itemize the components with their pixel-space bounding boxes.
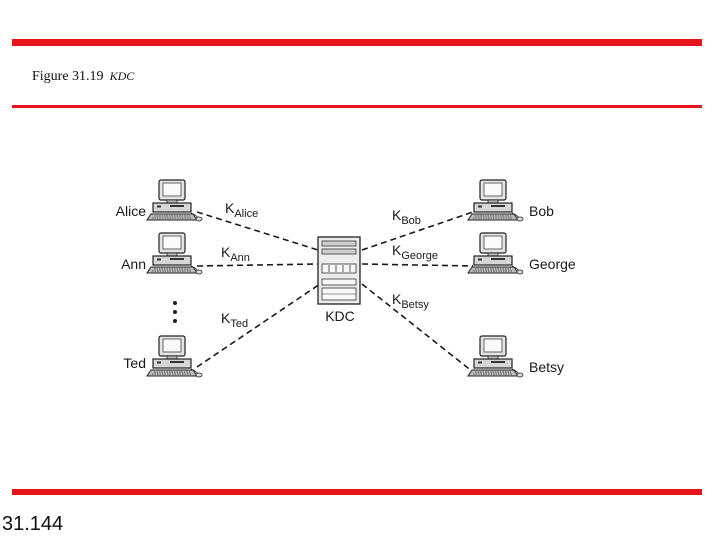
connection-lines [196, 211, 474, 373]
page-number: 31.144 [2, 513, 64, 535]
host-label-ted: Ted [123, 355, 146, 371]
key-label-bob: KBob [392, 207, 421, 227]
figure-title: KDC [109, 69, 135, 83]
figure-label: Figure 31.19 [32, 69, 104, 84]
george-computer-icon [467, 232, 524, 275]
ted-computer-icon [146, 335, 203, 378]
host-label-bob: Bob [529, 203, 554, 219]
kdc-label: KDC [325, 308, 355, 324]
key-base: K [392, 242, 402, 258]
key-label-ann: KAnn [221, 244, 250, 264]
key-subscript: Ted [230, 318, 248, 330]
host-label-alice: Alice [116, 203, 147, 219]
key-label-alice: KAlice [225, 200, 258, 220]
link-ann-kdc [196, 263, 319, 267]
key-subscript: Alice [234, 208, 258, 220]
key-label-betsy: KBetsy [392, 291, 429, 311]
top-accent-bar [12, 39, 702, 46]
kdc-server-icon [317, 236, 361, 305]
host-label-ann: Ann [121, 256, 146, 272]
link-george-kdc [361, 263, 474, 267]
figure-caption: Figure 31.19 KDC [32, 69, 134, 85]
betsy-computer-icon [467, 335, 524, 378]
ann-computer-icon [146, 232, 203, 275]
key-base: K [221, 244, 231, 260]
link-ted-kdc [196, 283, 321, 368]
vertical-ellipsis-icon [173, 301, 177, 323]
host-label-betsy: Betsy [529, 359, 564, 375]
key-subscript: George [401, 250, 438, 262]
key-subscript: Bob [401, 215, 421, 227]
key-base: K [221, 310, 231, 326]
caption-divider [12, 105, 702, 108]
alice-computer-icon [146, 179, 203, 222]
key-subscript: Betsy [401, 299, 429, 311]
bob-computer-icon [467, 179, 524, 222]
key-label-george: KGeorge [392, 242, 438, 262]
key-subscript: Ann [230, 252, 250, 264]
link-alice-kdc [196, 211, 319, 251]
key-base: K [225, 200, 235, 216]
key-base: K [392, 291, 402, 307]
link-betsy-kdc [361, 283, 474, 373]
host-label-george: George [529, 256, 576, 272]
key-base: K [392, 207, 402, 223]
bottom-accent-bar [12, 489, 702, 495]
key-label-ted: KTed [221, 310, 248, 330]
